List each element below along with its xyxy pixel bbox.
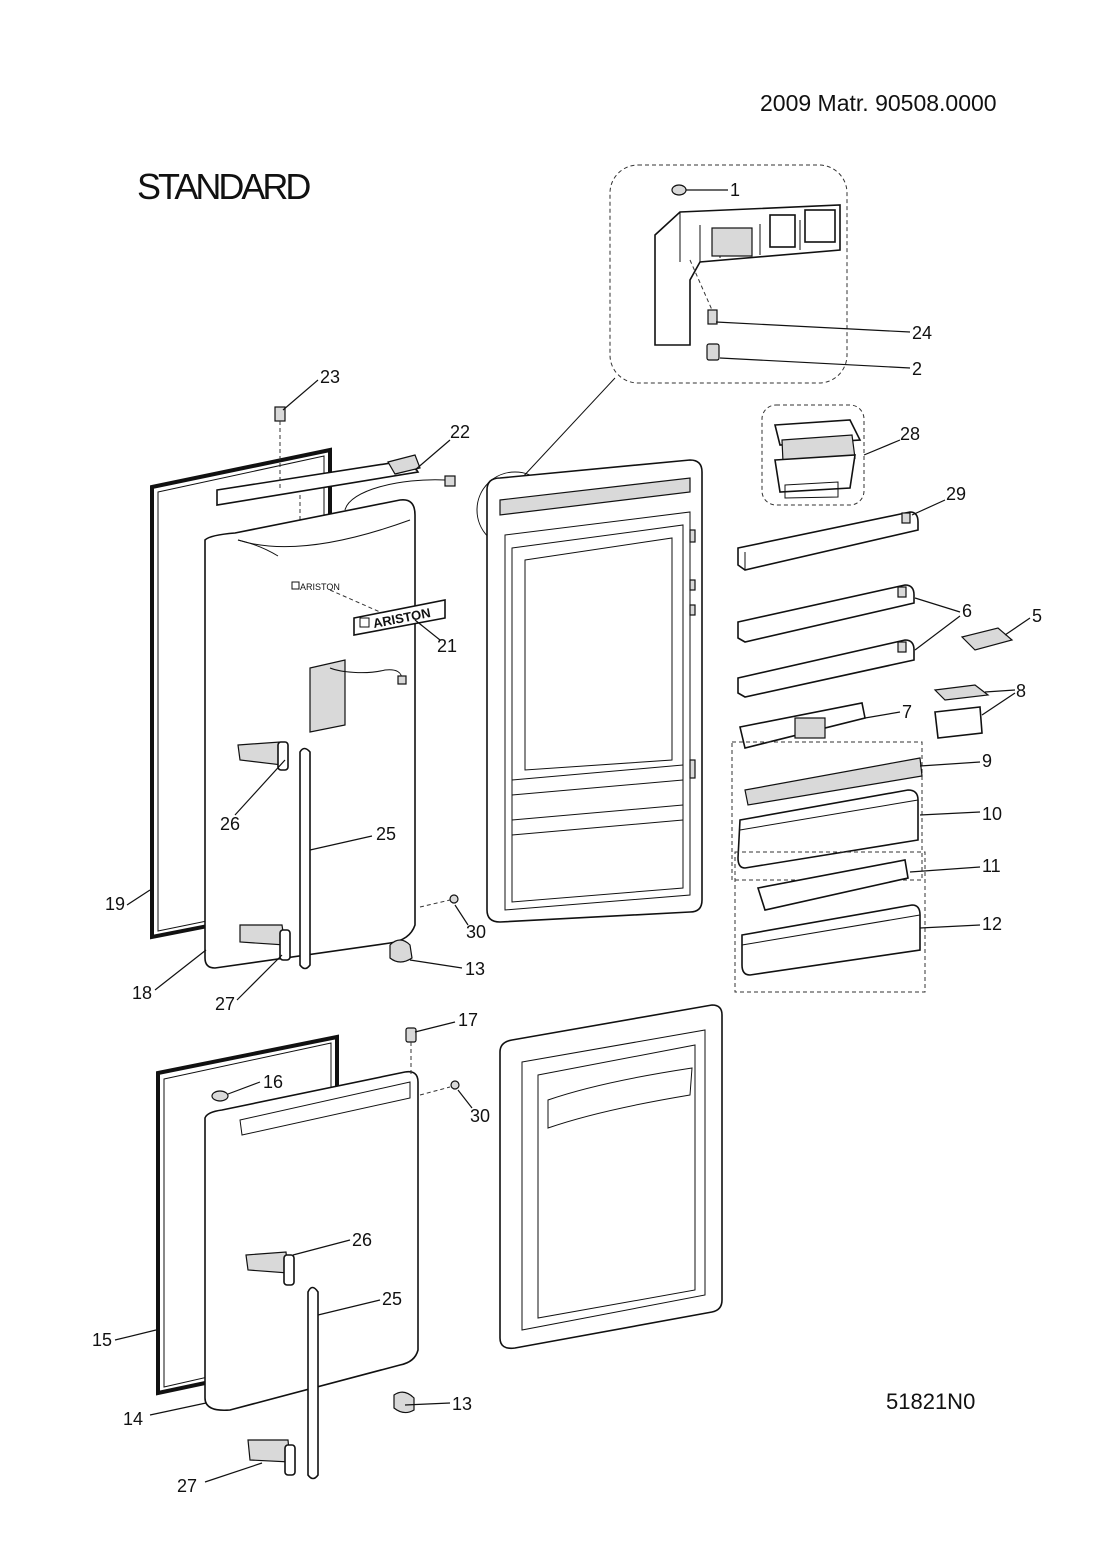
callout-2: 2 bbox=[912, 359, 922, 379]
drawing-code: 51821N0 bbox=[886, 1389, 976, 1414]
screw-30-upper bbox=[419, 894, 459, 908]
callout-15: 15 bbox=[92, 1330, 112, 1350]
door-shelf-6a bbox=[737, 584, 915, 643]
bottom-door-shelf bbox=[741, 904, 921, 976]
callout-26-lower: 26 bbox=[352, 1230, 372, 1250]
bottom-shelf-group bbox=[734, 851, 926, 993]
callout-30-lower: 30 bbox=[470, 1106, 490, 1126]
hinge-pin-top-icon bbox=[671, 184, 687, 196]
door-logo-icon bbox=[291, 581, 300, 590]
callout-13-upper: 13 bbox=[465, 959, 485, 979]
material-reference: 2009 Matr. 90508.0000 bbox=[760, 90, 997, 116]
callout-7: 7 bbox=[902, 702, 912, 722]
callout-26-upper: 26 bbox=[220, 814, 240, 834]
shelf-bracket bbox=[739, 702, 866, 749]
callout-9: 9 bbox=[982, 751, 992, 771]
callout-17: 17 bbox=[458, 1010, 478, 1030]
door-logo-text: ARISTON bbox=[300, 582, 340, 592]
callout-28: 28 bbox=[900, 424, 920, 444]
bushing-icon bbox=[706, 343, 720, 361]
door-shelf-6b bbox=[737, 639, 915, 698]
screw-30-lower-icon bbox=[450, 1080, 460, 1090]
screw-icon bbox=[707, 309, 718, 325]
callout-1: 1 bbox=[730, 180, 740, 200]
callout-27-lower: 27 bbox=[177, 1476, 197, 1496]
callout-5: 5 bbox=[1032, 606, 1042, 626]
lower-inner-door-liner bbox=[499, 1004, 723, 1350]
ice-tray-assembly bbox=[761, 404, 865, 506]
hinge-cap-16-icon bbox=[211, 1090, 229, 1102]
callout-11: 11 bbox=[982, 856, 1001, 876]
upper-inner-door-liner bbox=[486, 459, 703, 923]
upper-door-handle-bracket bbox=[237, 741, 289, 771]
callout-21: 21 bbox=[437, 636, 457, 656]
callout-6: 6 bbox=[962, 601, 972, 621]
hinge-bushing-13-lower bbox=[393, 1391, 415, 1414]
diagram-title: STANDARD bbox=[137, 166, 311, 207]
top-trim-strip bbox=[216, 454, 456, 511]
hinge-bushing-13-upper bbox=[389, 939, 413, 963]
callout-16: 16 bbox=[263, 1072, 283, 1092]
bottle-shelf bbox=[737, 789, 919, 869]
callout-18: 18 bbox=[132, 983, 152, 1003]
lower-outer-door bbox=[204, 1070, 419, 1412]
upper-door-lower-bracket bbox=[239, 924, 291, 961]
callout-30-upper: 30 bbox=[466, 922, 486, 942]
lower-door-bottom-bracket bbox=[247, 1439, 296, 1476]
callout-27-upper: 27 bbox=[215, 994, 235, 1014]
door-shelf-29 bbox=[737, 511, 919, 571]
callout-29: 29 bbox=[946, 484, 966, 504]
callout-25-lower: 25 bbox=[382, 1289, 402, 1309]
callout-19: 19 bbox=[105, 894, 125, 914]
upper-door-handle-bar bbox=[299, 747, 311, 970]
callout-10: 10 bbox=[982, 804, 1002, 824]
bottle-retainer bbox=[756, 859, 909, 911]
callout-8: 8 bbox=[1016, 681, 1026, 701]
callout-12: 12 bbox=[982, 914, 1002, 934]
lower-door-handle-bracket bbox=[245, 1251, 295, 1286]
callout-13-lower: 13 bbox=[452, 1394, 472, 1414]
egg-tray bbox=[960, 627, 1014, 651]
callout-22: 22 bbox=[450, 422, 470, 442]
callout-25-upper: 25 bbox=[376, 824, 396, 844]
callout-23: 23 bbox=[320, 367, 340, 387]
lower-door-handle-bar bbox=[307, 1286, 319, 1480]
butter-dish bbox=[933, 684, 990, 739]
callout-24: 24 bbox=[912, 323, 932, 343]
hinge-pin-17-icon bbox=[405, 1027, 417, 1043]
bottle-divider bbox=[744, 757, 923, 806]
callout-14: 14 bbox=[123, 1409, 143, 1429]
